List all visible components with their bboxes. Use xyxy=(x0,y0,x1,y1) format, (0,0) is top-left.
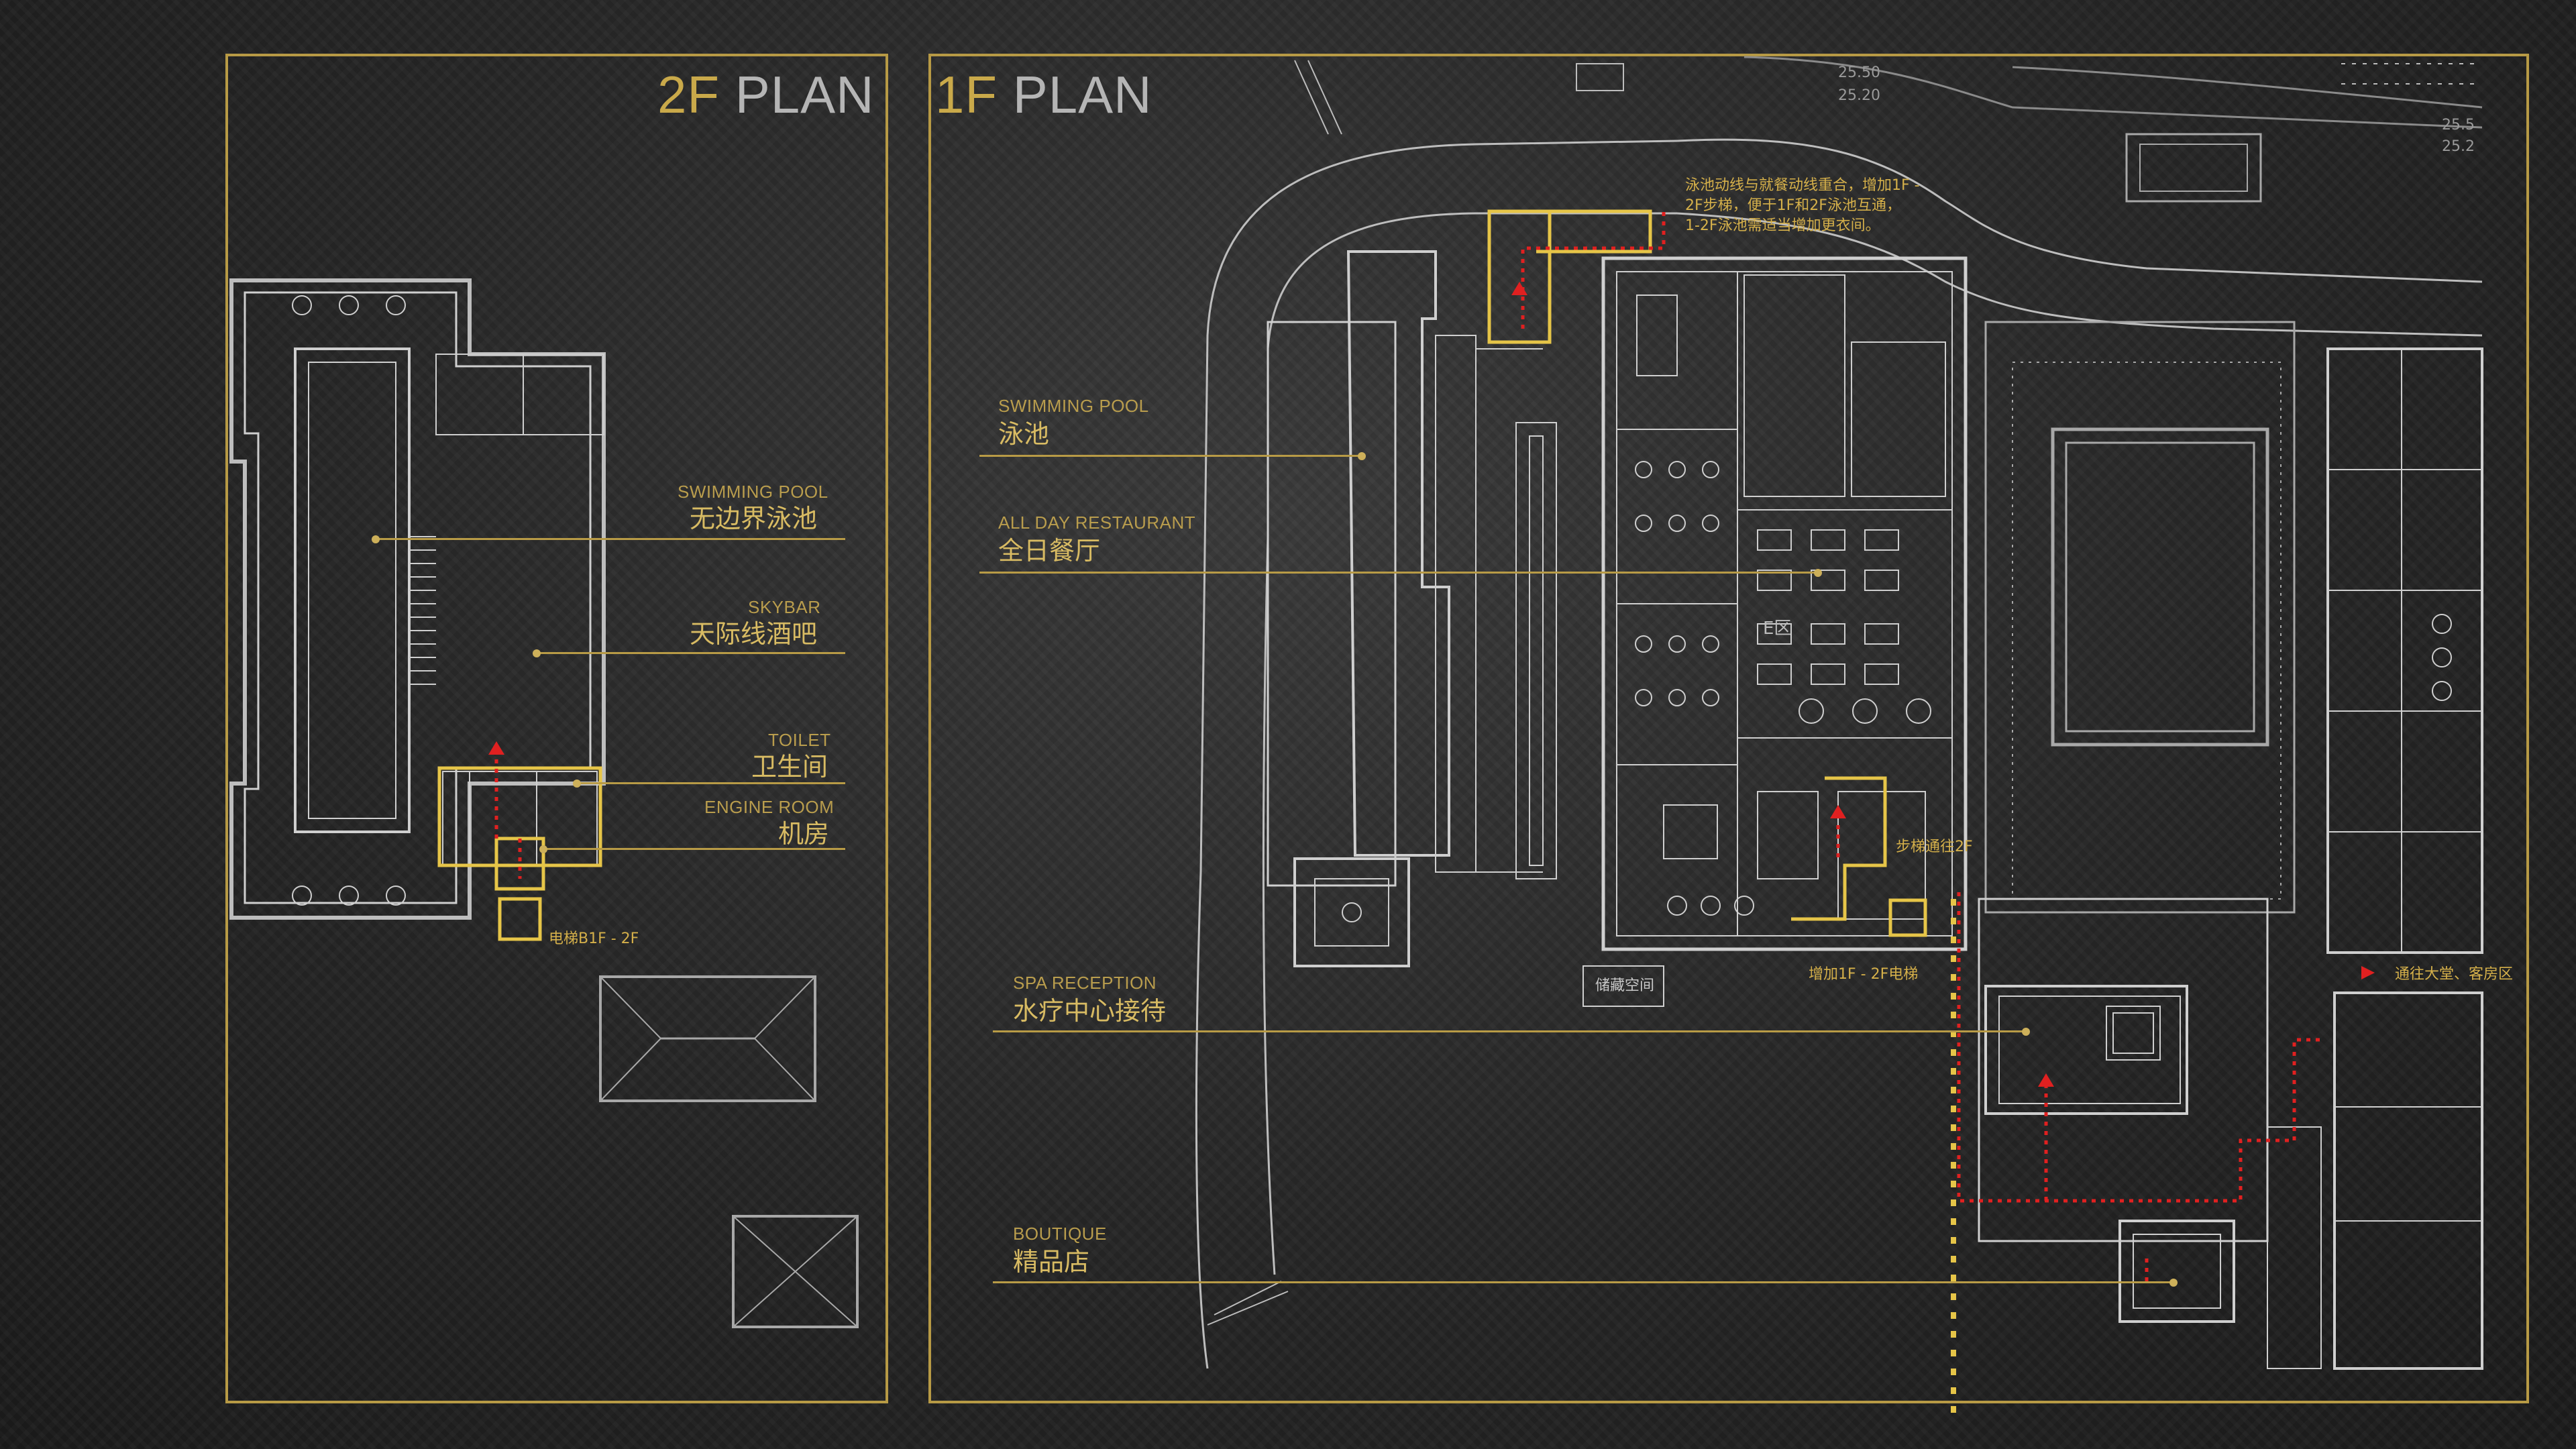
leader-line xyxy=(993,1030,2026,1032)
plan-1f-pool-block xyxy=(1267,250,1557,967)
plan-2f-roof-diagrams xyxy=(599,975,859,1328)
plan-1f-lobby-note: 通往大堂、客房区 xyxy=(2395,966,2514,983)
plan-1f-storage-label: 储藏空间 xyxy=(1595,977,1655,994)
plan-1f-title-word: PLAN xyxy=(998,65,1152,124)
leader-line xyxy=(993,1281,2174,1283)
label-en: ALL DAY RESTAURANT xyxy=(998,513,1196,533)
leader-dot xyxy=(2022,1028,2030,1036)
plan-1f-frame xyxy=(928,54,2529,1403)
highlight-overlays xyxy=(437,209,1956,1422)
leader-dot xyxy=(372,535,380,543)
label-cn: 水疗中心接待 xyxy=(1013,996,1167,1026)
note-line: 泳池动线与就餐动线重合，增加1F - xyxy=(1685,177,1920,194)
plan-1f-title-number: 1F xyxy=(935,65,998,124)
elevation-mark: 25.2 xyxy=(2442,138,2475,155)
plan-2f-title-number: 2F xyxy=(657,65,720,124)
label-cn: 机房 xyxy=(778,819,830,849)
plan-1f-roads xyxy=(1195,56,2483,1369)
plan-1f-courtyard xyxy=(1984,133,2296,914)
label-cn: 全日餐厅 xyxy=(998,536,1101,566)
leader-dot xyxy=(573,780,581,788)
plan-1f-circulation-note: 泳池动线与就餐动线重合，增加1F - 2F步梯，便于1F和2F泳池互通， 1-2… xyxy=(1685,176,1920,236)
leader-dot xyxy=(1358,452,1366,460)
leader-line xyxy=(537,652,845,654)
leader-dot xyxy=(539,845,547,853)
label-en: BOUTIQUE xyxy=(1013,1224,1107,1244)
plan-1f-zone-label: E区 xyxy=(1763,619,1792,639)
leader-dot xyxy=(533,649,541,657)
plan-1f-stair-note: 步梯通往2F xyxy=(1896,839,1973,855)
label-en: SWIMMING POOL xyxy=(678,482,828,502)
plan-1f-restaurant-tables xyxy=(1635,461,1931,916)
label-cn: 无边界泳池 xyxy=(690,504,818,533)
plan-1f-elevator-note: 增加1F - 2F电梯 xyxy=(1809,966,1919,983)
label-en: TOILET xyxy=(768,730,831,750)
label-cn: 精品店 xyxy=(1013,1247,1090,1277)
label-cn: 卫生间 xyxy=(751,752,828,782)
label-cn: 泳池 xyxy=(998,419,1050,449)
plan-2f-elevator-note: 电梯B1F - 2F xyxy=(549,930,639,947)
route-arrows xyxy=(488,282,2375,1087)
plan-1f-stairs xyxy=(1207,60,2475,1326)
label-en: SKYBAR xyxy=(748,597,821,617)
leader-line xyxy=(979,455,1362,457)
note-line: 1-2F泳池需适当增加更衣间。 xyxy=(1685,217,1880,234)
elevation-mark: 25.20 xyxy=(1838,87,1880,104)
leader-line xyxy=(979,572,1818,574)
plan-1f-guest-block xyxy=(2267,347,2483,1370)
plan-2f-building xyxy=(229,278,606,920)
elevation-mark: 25.50 xyxy=(1838,64,1880,81)
elevation-mark: 25.5 xyxy=(2442,117,2475,133)
leader-dot xyxy=(2169,1279,2178,1287)
label-cn: 天际线酒吧 xyxy=(690,619,818,649)
plan-1f-title: 1F PLAN xyxy=(935,64,1152,125)
note-line: 2F步梯，便于1F和2F泳池互通， xyxy=(1685,197,1901,214)
label-en: ENGINE ROOM xyxy=(704,797,835,817)
label-en: SWIMMING POOL xyxy=(998,396,1149,416)
plan-2f-frame xyxy=(225,54,888,1403)
plan-2f-title: 2F PLAN xyxy=(657,64,874,125)
leader-line xyxy=(543,848,845,850)
leader-dot xyxy=(1814,569,1822,577)
plan-1f-spa-block xyxy=(1582,898,2269,1323)
leader-line xyxy=(577,782,845,784)
leader-line xyxy=(376,538,845,540)
label-en: SPA RECEPTION xyxy=(1013,973,1157,993)
plan-2f-title-word: PLAN xyxy=(720,65,875,124)
